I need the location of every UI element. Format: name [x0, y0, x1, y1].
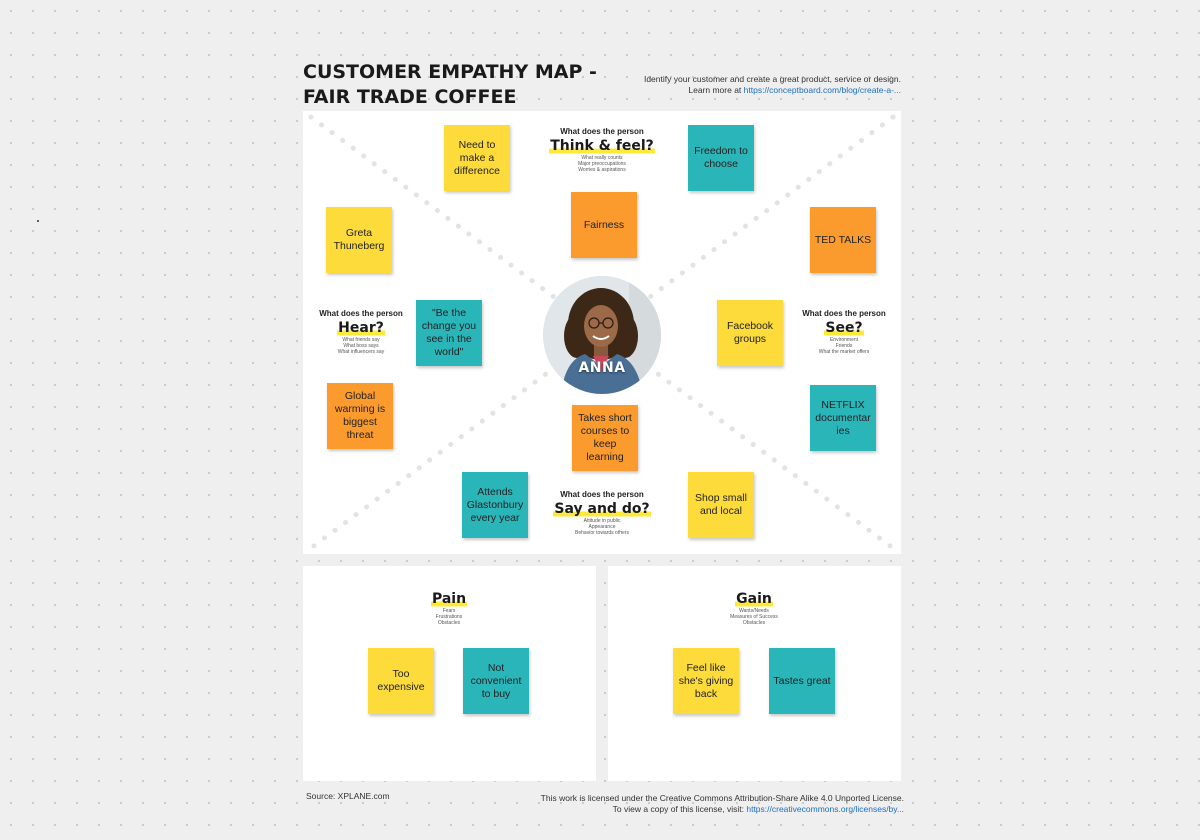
intro-line-2: Learn more at https://conceptboard.com/b… [600, 85, 901, 96]
empathy-map-panel[interactable]: What does the person Think & feel? What … [303, 111, 901, 554]
hear-sub: What friends say [342, 337, 380, 343]
license-link[interactable]: https://creativecommons.org/licenses/by.… [746, 803, 904, 814]
pain-sub: Fears [442, 608, 456, 614]
intro-line-1: Identify your customer and create a grea… [643, 74, 901, 84]
gain-panel[interactable]: Gain Wants/Needs Measures of Success Obs… [608, 566, 901, 781]
sticky-not-convenient[interactable]: Not convenient to buy [463, 648, 529, 714]
think-feel-sub: What really counts [581, 155, 623, 161]
hear-heading: Hear? [337, 320, 385, 337]
sticky-short-courses[interactable]: Takes short courses to keep learning [572, 405, 638, 471]
see-sub: Friends [835, 343, 853, 349]
say-do-pre: What does the person [560, 490, 644, 499]
pain-heading: Pain [430, 591, 468, 608]
persona-name: ANNA [578, 360, 626, 376]
license-prefix: To view a copy of this license, visit: [612, 803, 747, 814]
gain-sub: Measures of Success [730, 614, 778, 620]
canvas-dot [37, 220, 39, 222]
title-line-2: FAIR TRADE COFFEE [303, 86, 517, 108]
gain-heading: Gain [735, 591, 773, 608]
sticky-shop-local[interactable]: Shop small and local [688, 472, 754, 538]
pain-header: Pain Fears Frustrations Obstacles [399, 590, 499, 626]
hear-pre: What does the person [319, 309, 403, 318]
license-line-2: To view a copy of this license, visit: h… [520, 804, 904, 815]
sticky-greta[interactable]: Greta Thuneberg [326, 207, 392, 273]
sticky-netflix[interactable]: NETFLIX documentar ies [810, 385, 876, 451]
sticky-ted-talks[interactable]: TED TALKS [810, 207, 876, 273]
sticky-giving-back[interactable]: Feel like she's giving back [673, 648, 739, 714]
persona-portrait-icon [543, 276, 661, 394]
quadrant-see: What does the person See? Environment Fr… [794, 309, 894, 355]
gain-sub: Obstacles [742, 620, 766, 626]
think-feel-heading: Think & feel? [549, 138, 655, 155]
sticky-need-difference[interactable]: Need to make a difference [444, 125, 510, 191]
gain-header: Gain Wants/Needs Measures of Success Obs… [704, 590, 804, 626]
title-line-1: CUSTOMER EMPATHY MAP - [303, 61, 597, 83]
source-credit: Source: XPLANE.com [306, 791, 390, 801]
think-feel-sub: Major preoccupations [578, 161, 626, 167]
license-line-1: This work is licensed under the Creative… [540, 793, 904, 803]
sticky-be-the-change[interactable]: "Be the change you see in the world" [416, 300, 482, 366]
intro-link[interactable]: https://conceptboard.com/blog/create-a-.… [743, 85, 901, 95]
say-do-sub: Behavior towards others [575, 530, 629, 536]
hear-sub: What influencers say [337, 349, 385, 355]
pain-sub: Obstacles [437, 620, 461, 626]
intro-text: Identify your customer and create a grea… [600, 74, 901, 96]
see-sub: Environment [829, 337, 859, 343]
see-pre: What does the person [802, 309, 886, 318]
think-feel-sub: Worries & aspirations [578, 167, 626, 173]
intro-prefix: Learn more at [688, 85, 744, 95]
quadrant-hear: What does the person Hear? What friends … [311, 309, 411, 355]
sticky-freedom[interactable]: Freedom to choose [688, 125, 754, 191]
sticky-too-expensive[interactable]: Too expensive [368, 648, 434, 714]
see-sub: What the market offers [818, 349, 870, 355]
hear-sub: What boss says [343, 343, 379, 349]
sticky-fairness[interactable]: Fairness [571, 192, 637, 258]
quadrant-say-do: What does the person Say and do? Attitud… [539, 490, 665, 536]
sticky-glastonbury[interactable]: Attends Glastonbury every year [462, 472, 528, 538]
say-do-sub: Attitude in public [583, 518, 621, 524]
license-text: This work is licensed under the Creative… [520, 793, 904, 814]
say-do-heading: Say and do? [553, 501, 651, 518]
sticky-tastes-great[interactable]: Tastes great [769, 648, 835, 714]
persona-avatar[interactable]: ANNA [543, 276, 661, 394]
say-do-sub: Appearance [588, 524, 616, 530]
think-feel-pre: What does the person [560, 127, 644, 136]
pain-panel[interactable]: Pain Fears Frustrations Obstacles Too ex… [303, 566, 596, 781]
quadrant-think-feel: What does the person Think & feel? What … [535, 127, 669, 173]
pain-sub: Frustrations [435, 614, 463, 620]
gain-sub: Wants/Needs [739, 608, 769, 614]
board-title[interactable]: CUSTOMER EMPATHY MAP - FAIR TRADE COFFEE [303, 60, 623, 110]
sticky-facebook-groups[interactable]: Facebook groups [717, 300, 783, 366]
see-heading: See? [824, 320, 864, 337]
diagonal-dividers [308, 114, 896, 551]
sticky-global-warming[interactable]: Global warming is biggest threat [327, 383, 393, 449]
